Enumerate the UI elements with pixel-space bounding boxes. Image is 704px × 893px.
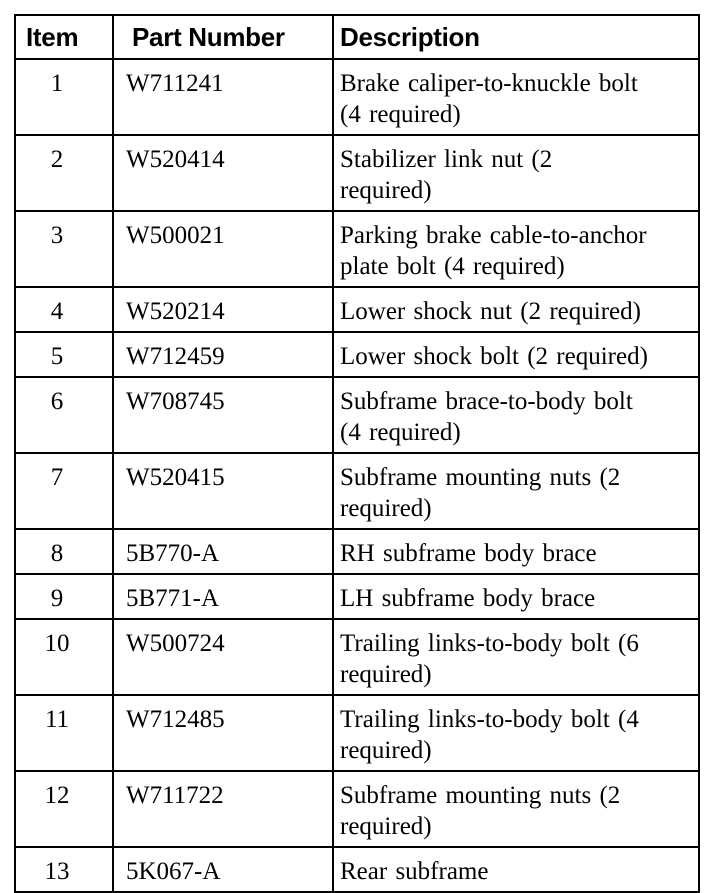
part-number: W520415 bbox=[112, 452, 334, 530]
description-line: required) bbox=[340, 495, 432, 522]
part-number: W712485 bbox=[112, 694, 334, 772]
item-number: 11 bbox=[14, 694, 114, 772]
description-line: Lower shock bolt (2 required) bbox=[340, 343, 648, 370]
description-cell: Brake caliper-to-knuckle bolt (4 required… bbox=[332, 58, 700, 136]
part-number: W711722 bbox=[112, 770, 334, 848]
description-line: RH subframe body brace bbox=[340, 540, 597, 567]
description-cell: Parking brake cable-to-anchor plate bolt … bbox=[332, 210, 700, 288]
description-cell: Subframe mounting nuts (2 required) bbox=[332, 452, 700, 530]
part-number: W520214 bbox=[112, 286, 334, 333]
description-cell: Subframe brace-to-body bolt (4 required) bbox=[332, 376, 700, 454]
description-line: Subframe brace-to-body bolt bbox=[340, 388, 633, 415]
item-number: 9 bbox=[14, 573, 114, 620]
description-cell: Lower shock bolt (2 required) bbox=[332, 331, 700, 378]
description-line: (4 required) bbox=[340, 419, 461, 446]
item-number: 2 bbox=[14, 134, 114, 212]
header-row: Item Part Number Description bbox=[14, 14, 700, 60]
item-number: 12 bbox=[14, 770, 114, 848]
part-number: W500724 bbox=[112, 618, 334, 696]
part-number: W712459 bbox=[112, 331, 334, 378]
description-line: Parking brake cable-to-anchor bbox=[340, 222, 647, 249]
item-number: 3 bbox=[14, 210, 114, 288]
header-description: Description bbox=[332, 14, 700, 60]
description-line: Lower shock nut (2 required) bbox=[340, 298, 641, 325]
item-number: 5 bbox=[14, 331, 114, 378]
description-line: Rear subframe bbox=[340, 858, 489, 885]
description-cell: Trailing links-to-body bolt (6 required) bbox=[332, 618, 700, 696]
item-number: 1 bbox=[14, 58, 114, 136]
description-line: (4 required) bbox=[340, 101, 461, 128]
description-cell: LH subframe body brace bbox=[332, 573, 700, 620]
part-number: 5B770-A bbox=[112, 528, 334, 575]
item-number: 10 bbox=[14, 618, 114, 696]
description-cell: RH subframe body brace bbox=[332, 528, 700, 575]
description-cell: Trailing links-to-body bolt (4 required) bbox=[332, 694, 700, 772]
part-number: W520414 bbox=[112, 134, 334, 212]
description-line: Stabilizer link nut (2 bbox=[340, 146, 553, 173]
item-number: 8 bbox=[14, 528, 114, 575]
description-line: Subframe mounting nuts (2 bbox=[340, 782, 621, 809]
item-number: 6 bbox=[14, 376, 114, 454]
part-number: 5K067-A bbox=[112, 846, 334, 893]
description-line: required) bbox=[340, 737, 432, 764]
description-line: Trailing links-to-body bolt (4 bbox=[340, 706, 639, 733]
description-line: LH subframe body brace bbox=[340, 585, 596, 612]
description-line: plate bolt (4 required) bbox=[340, 253, 565, 280]
item-number: 13 bbox=[14, 846, 114, 893]
description-cell: Lower shock nut (2 required) bbox=[332, 286, 700, 333]
description-cell: Subframe mounting nuts (2 required) bbox=[332, 770, 700, 848]
description-line: Brake caliper-to-knuckle bolt bbox=[340, 70, 638, 97]
header-item: Item bbox=[14, 14, 114, 60]
part-number: W711241 bbox=[112, 58, 334, 136]
description-line: required) bbox=[340, 813, 432, 840]
description-line: required) bbox=[340, 661, 432, 688]
description-line: Subframe mounting nuts (2 bbox=[340, 464, 621, 491]
part-number: W500021 bbox=[112, 210, 334, 288]
part-number: W708745 bbox=[112, 376, 334, 454]
description-cell: Stabilizer link nut (2 required) bbox=[332, 134, 700, 212]
header-part-number: Part Number bbox=[112, 14, 334, 60]
part-number: 5B771-A bbox=[112, 573, 334, 620]
item-number: 7 bbox=[14, 452, 114, 530]
item-number: 4 bbox=[14, 286, 114, 333]
description-cell: Rear subframe bbox=[332, 846, 700, 893]
description-line: Trailing links-to-body bolt (6 bbox=[340, 630, 639, 657]
description-line: required) bbox=[340, 177, 432, 204]
